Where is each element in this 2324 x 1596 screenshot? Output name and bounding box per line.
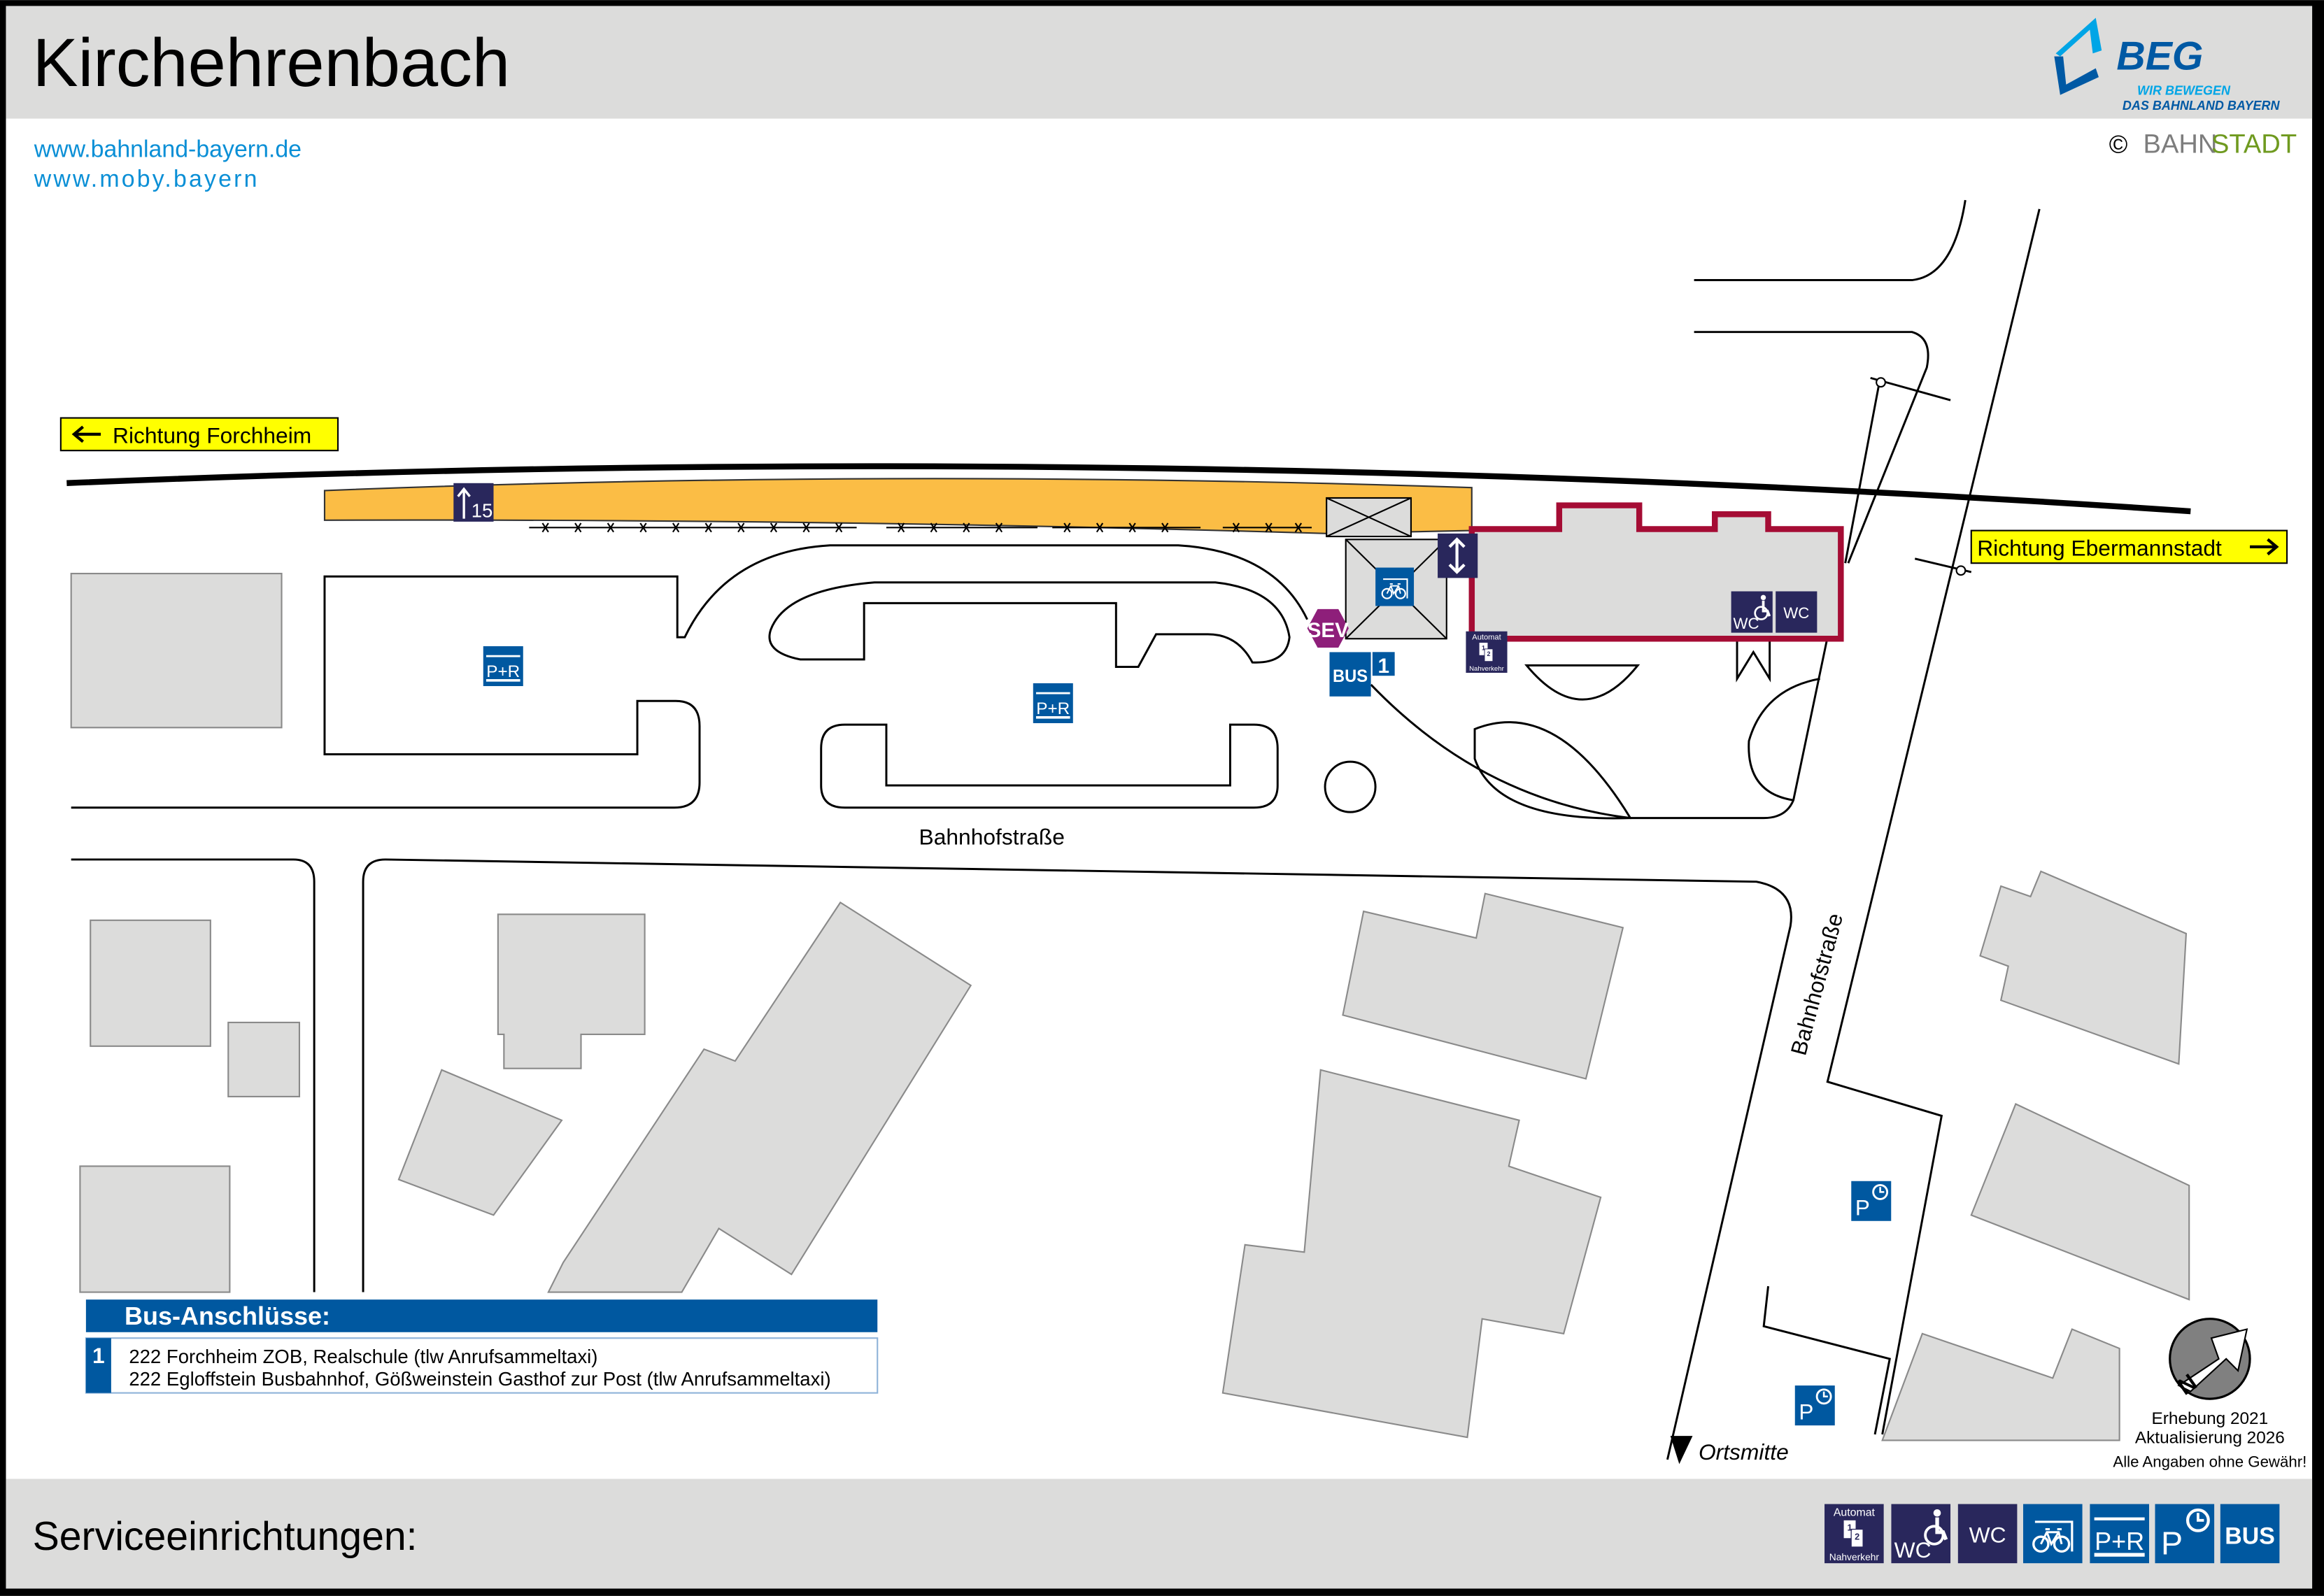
- legend-wc-icon: WC: [1957, 1504, 2018, 1564]
- copyright-bahn: BAHN: [2144, 129, 2218, 159]
- arrow-right-icon: [2250, 538, 2279, 556]
- disclaimer-note: Alle Angaben ohne Gewähr!: [2113, 1453, 2307, 1471]
- header-band: [6, 6, 2313, 119]
- compass-north-icon: N: [2169, 1318, 2251, 1400]
- automat-glyph: Automat: [1472, 634, 1501, 642]
- triangle-down-icon: [1670, 1436, 1693, 1465]
- legend-bus-icon: BUS: [2220, 1504, 2280, 1564]
- sev-badge[interactable]: SEV: [1308, 608, 1349, 648]
- wc-glyph: WC: [1894, 1537, 1932, 1562]
- copyright-stadt: STADT: [2211, 129, 2297, 159]
- logo-name: BEG: [2116, 34, 2203, 79]
- bus-stop-icon[interactable]: BUS: [1329, 652, 1371, 697]
- ticket-2: 2: [1855, 1531, 1859, 1541]
- ortsmitte-label: Ortsmitte: [1699, 1439, 1789, 1465]
- short-term-parking-icon[interactable]: P: [1794, 1385, 1835, 1426]
- legend-short-term-parking-icon: P: [2155, 1504, 2215, 1564]
- direction-right-label: Richtung Ebermannstadt: [1977, 536, 2222, 561]
- accessible-wc-icon[interactable]: WC: [1731, 591, 1773, 633]
- direction-ebermannstadt: Richtung Ebermannstadt: [1970, 529, 2288, 564]
- legend-park-and-ride-icon: P+R: [2090, 1504, 2150, 1564]
- park-and-ride-icon[interactable]: P+R: [483, 646, 523, 687]
- bus-stop-number-badge: 1: [1372, 652, 1395, 678]
- logo-tagline-1: WIR BEWEGEN: [2137, 84, 2231, 98]
- p-glyph: P: [1855, 1195, 1870, 1220]
- pr-glyph: P+R: [1036, 699, 1070, 718]
- update-note: Aktualisierung 2026: [2135, 1429, 2285, 1448]
- nahverkehr-glyph: Nahverkehr: [1829, 1552, 1880, 1562]
- legend-accessible-wc-icon: WC: [1891, 1504, 1951, 1564]
- bike-parking-icon[interactable]: [1375, 567, 1415, 606]
- link-moby[interactable]: www.moby.bayern: [34, 166, 260, 192]
- ticket-2: 2: [1487, 650, 1490, 657]
- platform-number: 15: [472, 500, 493, 522]
- railway-track: [66, 463, 2191, 515]
- canopy: [1326, 497, 1412, 538]
- p-glyph: P: [1799, 1400, 1813, 1425]
- direction-left-label: Richtung Forchheim: [113, 423, 311, 448]
- page-title: Kirchehrenbach: [33, 24, 511, 101]
- copyright-symbol: ©: [2109, 129, 2128, 158]
- wc-glyph: WC: [1969, 1523, 2006, 1548]
- bus-stop-number: 1: [1377, 655, 1389, 678]
- ortsmitte-marker: Ortsmitte: [1670, 1436, 1789, 1465]
- legend-bike-parking-icon: [2022, 1504, 2083, 1564]
- footer-title: Serviceeinrichtungen:: [33, 1514, 418, 1559]
- bus-connections-panel: Bus-Anschlüsse: 1 222 Forchheim ZOB, Rea…: [85, 1299, 879, 1394]
- link-bahnland[interactable]: www.bahnland-bayern.de: [34, 136, 302, 163]
- bus-line: 222 Egloffstein Busbahnhof, Gößweinstein…: [129, 1368, 830, 1390]
- park-and-ride-icon[interactable]: P+R: [1033, 683, 1073, 724]
- street-label-bahnhofstrasse: Bahnhofstraße: [919, 825, 1065, 850]
- p-glyph: P: [2161, 1525, 2183, 1562]
- platform-fence: [529, 522, 1312, 533]
- roads: [71, 199, 2041, 1460]
- arrow-left-icon: [71, 425, 101, 443]
- logo-tagline-2: DAS BAHNLAND BAYERN: [2123, 99, 2281, 113]
- arrow-up-icon: [457, 487, 471, 519]
- bus-line: 222 Forchheim ZOB, Realschule (tlw Anruf…: [129, 1346, 597, 1367]
- buildings: [70, 572, 2190, 1441]
- platform-number-sign: 15: [453, 483, 494, 522]
- direction-forchheim: Richtung Forchheim: [59, 417, 339, 452]
- ticket-1: 1: [1848, 1523, 1852, 1533]
- platform: [323, 478, 1473, 534]
- pr-glyph: P+R: [486, 662, 520, 681]
- bus-row-stop-number: 1: [92, 1343, 105, 1368]
- nahverkehr-glyph: Nahverkehr: [1469, 665, 1505, 673]
- short-term-parking-icon[interactable]: P: [1851, 1181, 1892, 1221]
- automat-glyph: Automat: [1834, 1506, 1876, 1518]
- bus-table-title: Bus-Anschlüsse:: [125, 1302, 330, 1330]
- copyright-bahnstadt: © BAHN STADT: [2109, 129, 2297, 159]
- wc-glyph: WC: [1734, 615, 1759, 632]
- bus-glyph: BUS: [2225, 1523, 2275, 1550]
- pr-glyph: P+R: [2095, 1527, 2144, 1555]
- survey-note: Erhebung 2021: [2152, 1409, 2269, 1428]
- elevator-icon[interactable]: [1438, 533, 1478, 578]
- beg-logo: BEG WIR BEWEGEN DAS BAHNLAND BAYERN: [2054, 17, 2281, 113]
- wc-icon[interactable]: WC: [1776, 591, 1818, 633]
- sev-label: SEV: [1308, 619, 1349, 642]
- wc-glyph: WC: [1783, 604, 1809, 622]
- bus-glyph: BUS: [1333, 667, 1368, 687]
- ticket-1: 1: [1482, 644, 1485, 651]
